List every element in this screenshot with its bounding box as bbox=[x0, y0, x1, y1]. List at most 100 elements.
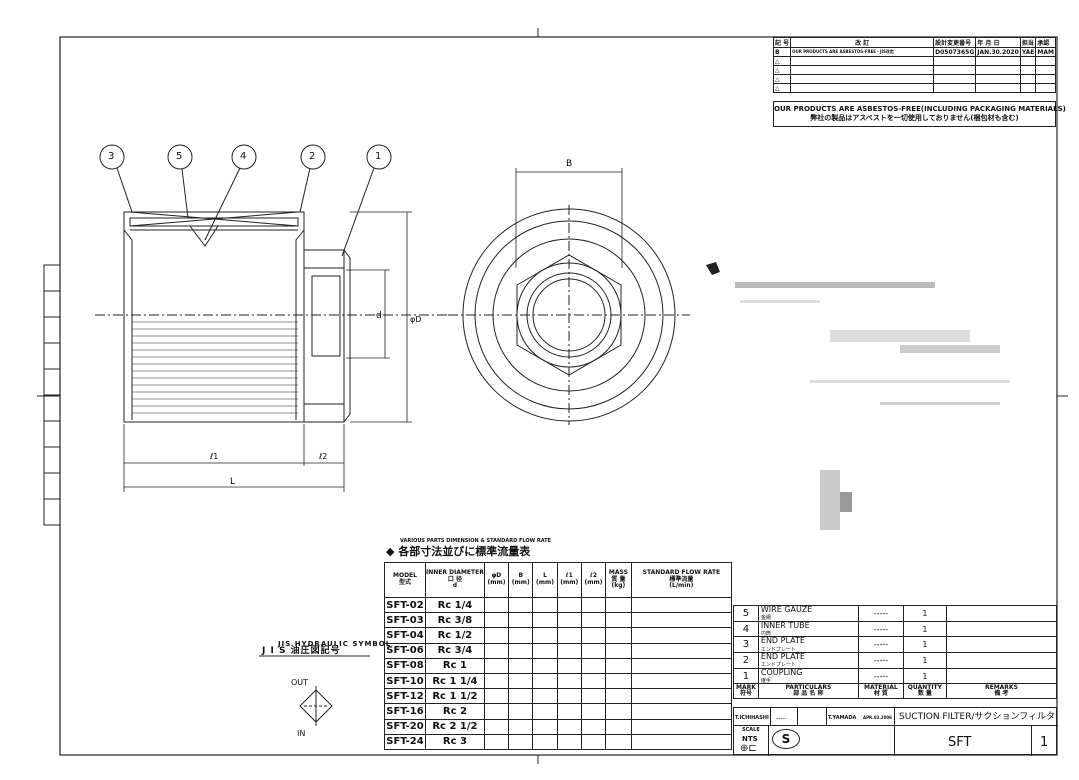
part-remarks bbox=[945, 620, 1058, 638]
title-block: T.ICHIHASHI ----- T.YAMADA APR.03.2006 S… bbox=[733, 707, 1058, 756]
model-cell: SFT-02 bbox=[384, 596, 426, 614]
sheet-number: 1 bbox=[1040, 735, 1049, 750]
design-date: APR.03.2006 bbox=[863, 715, 892, 720]
designer: T.YAMADA bbox=[828, 715, 857, 721]
header-quantity: QUANTITY 数 量 bbox=[902, 683, 947, 700]
parts-header-row: MARK 符号 PARTICULARS 部 品 名 称 MATERIAL 材 質… bbox=[733, 683, 1058, 700]
header-particulars: PARTICULARS 部 品 名 称 bbox=[757, 683, 859, 700]
part-name-en: INNER TUBE bbox=[760, 620, 810, 630]
part-remarks bbox=[945, 636, 1058, 654]
part-number: 1 bbox=[733, 667, 759, 685]
rev-cell: MAM bbox=[1035, 47, 1056, 57]
rev-triangle: △ bbox=[772, 56, 792, 66]
projection-icon: ⊕⊏ bbox=[740, 743, 757, 754]
balloon-4: 4 bbox=[240, 151, 247, 162]
col-header: ℓ1 (mm) bbox=[556, 562, 582, 598]
part-number: 4 bbox=[733, 620, 759, 638]
model-cell: SFT-16 bbox=[384, 703, 426, 720]
table-title-jp: ◆ 各部寸法並びに標準流量表 bbox=[386, 545, 531, 558]
jis-hydraulic-symbol bbox=[259, 655, 370, 726]
part-number: 5 bbox=[733, 605, 759, 622]
header-remarks: REMARKS 備 考 bbox=[945, 683, 1058, 700]
model-cell: SFT-20 bbox=[384, 718, 426, 735]
dim-label-d: d bbox=[376, 311, 382, 321]
rev-triangle: △ bbox=[772, 65, 792, 75]
header-mark: MARK 符号 bbox=[733, 683, 759, 700]
rev-triangle: △ bbox=[772, 74, 792, 84]
rev-header: 担当 bbox=[1019, 37, 1037, 48]
model-cell: SFT-03 bbox=[384, 612, 426, 629]
revision-table: 記 号 改 訂 設計変更番号 年 月 日 担当 承認 B OUR PRODUCT… bbox=[772, 37, 1056, 93]
part-number: 2 bbox=[733, 652, 759, 669]
part-name-en: END PLATE bbox=[760, 636, 805, 646]
part-name-jp: エンドプレート bbox=[760, 662, 796, 669]
part-number: 3 bbox=[733, 636, 759, 654]
diameter-cell: Rc 2 1/2 bbox=[425, 718, 485, 735]
col-header: L (mm) bbox=[532, 562, 558, 598]
jis-out-label: OUT bbox=[291, 678, 309, 687]
rev-header: 承認 bbox=[1035, 37, 1056, 48]
diameter-cell: Rc 3/8 bbox=[425, 612, 485, 629]
side-view bbox=[95, 211, 450, 423]
diameter-cell: Rc 1/4 bbox=[425, 596, 485, 614]
part-material: ----- bbox=[857, 652, 904, 669]
diameter-cell: Rc 1 1/2 bbox=[425, 688, 485, 705]
rev-cell: JAN.30.2020 bbox=[975, 47, 1021, 57]
part-material: ----- bbox=[857, 636, 904, 654]
col-header: STANDARD FLOW RATE 標準流量 (L/min) bbox=[630, 562, 733, 598]
drawing-title: SUCTION FILTER/サクションフィルタ bbox=[899, 712, 1056, 722]
jis-in-label: IN bbox=[297, 729, 306, 738]
part-qty: 1 bbox=[902, 636, 947, 654]
col-header: INNER DIAMETER 口 径 d bbox=[425, 562, 485, 598]
part-name-jp: 内筒 bbox=[760, 630, 771, 637]
balloon-1: 1 bbox=[375, 151, 382, 162]
part-name-en: WIRE GAUZE bbox=[760, 605, 813, 614]
dimension-lines bbox=[123, 168, 623, 492]
company-logo: S bbox=[772, 729, 800, 749]
part-qty: 1 bbox=[902, 652, 947, 669]
dimension-table: MODEL 型式 INNER DIAMETER 口 径 d φD (mm) B … bbox=[384, 562, 733, 750]
smudged-area bbox=[706, 262, 1010, 530]
rev-cell: B bbox=[772, 47, 792, 57]
dim-label-l: L bbox=[230, 477, 235, 487]
logo-letter: S bbox=[781, 732, 791, 746]
end-view bbox=[448, 205, 690, 425]
model-cell: SFT-12 bbox=[384, 688, 426, 705]
balloon-5: 5 bbox=[176, 151, 183, 162]
jis-label-en: JIS HYDRAULIC SYMBOL bbox=[278, 640, 392, 648]
col-header: B (mm) bbox=[508, 562, 534, 598]
part-material: ----- bbox=[857, 605, 904, 622]
scale-label: SCALE bbox=[742, 727, 760, 733]
jis-label-jp: J I S 油圧図記号 bbox=[262, 646, 341, 656]
asbestos-note-box: OUR PRODUCTS ARE ASBESTOS-FREE(INCLUDING… bbox=[773, 101, 1066, 127]
part-name-jp: エンドプレート bbox=[760, 646, 796, 653]
col-header: φD (mm) bbox=[483, 562, 510, 598]
scale-value: NTS bbox=[742, 735, 758, 743]
header-material: MATERIAL 材 質 bbox=[857, 683, 904, 700]
asbestos-note-jp: 弊社の製品はアスベストを一切使用しておりません(梱包材も含む) bbox=[810, 114, 1019, 122]
dim-label-phid: φD bbox=[410, 315, 421, 324]
model-cell: SFT-24 bbox=[384, 733, 426, 750]
part-remarks bbox=[945, 667, 1058, 685]
diameter-cell: Rc 2 bbox=[425, 703, 485, 720]
model-cell: SFT-08 bbox=[384, 657, 426, 674]
diameter-cell: Rc 3 bbox=[425, 733, 485, 750]
rev-header: 年 月 日 bbox=[975, 37, 1021, 48]
checked-by: ----- bbox=[776, 715, 787, 722]
col-header: MODEL 型式 bbox=[384, 562, 426, 598]
rev-header: 設計変更番号 bbox=[933, 37, 977, 48]
col-header: ℓ2 (mm) bbox=[580, 562, 607, 598]
part-name-en: END PLATE bbox=[760, 652, 805, 662]
